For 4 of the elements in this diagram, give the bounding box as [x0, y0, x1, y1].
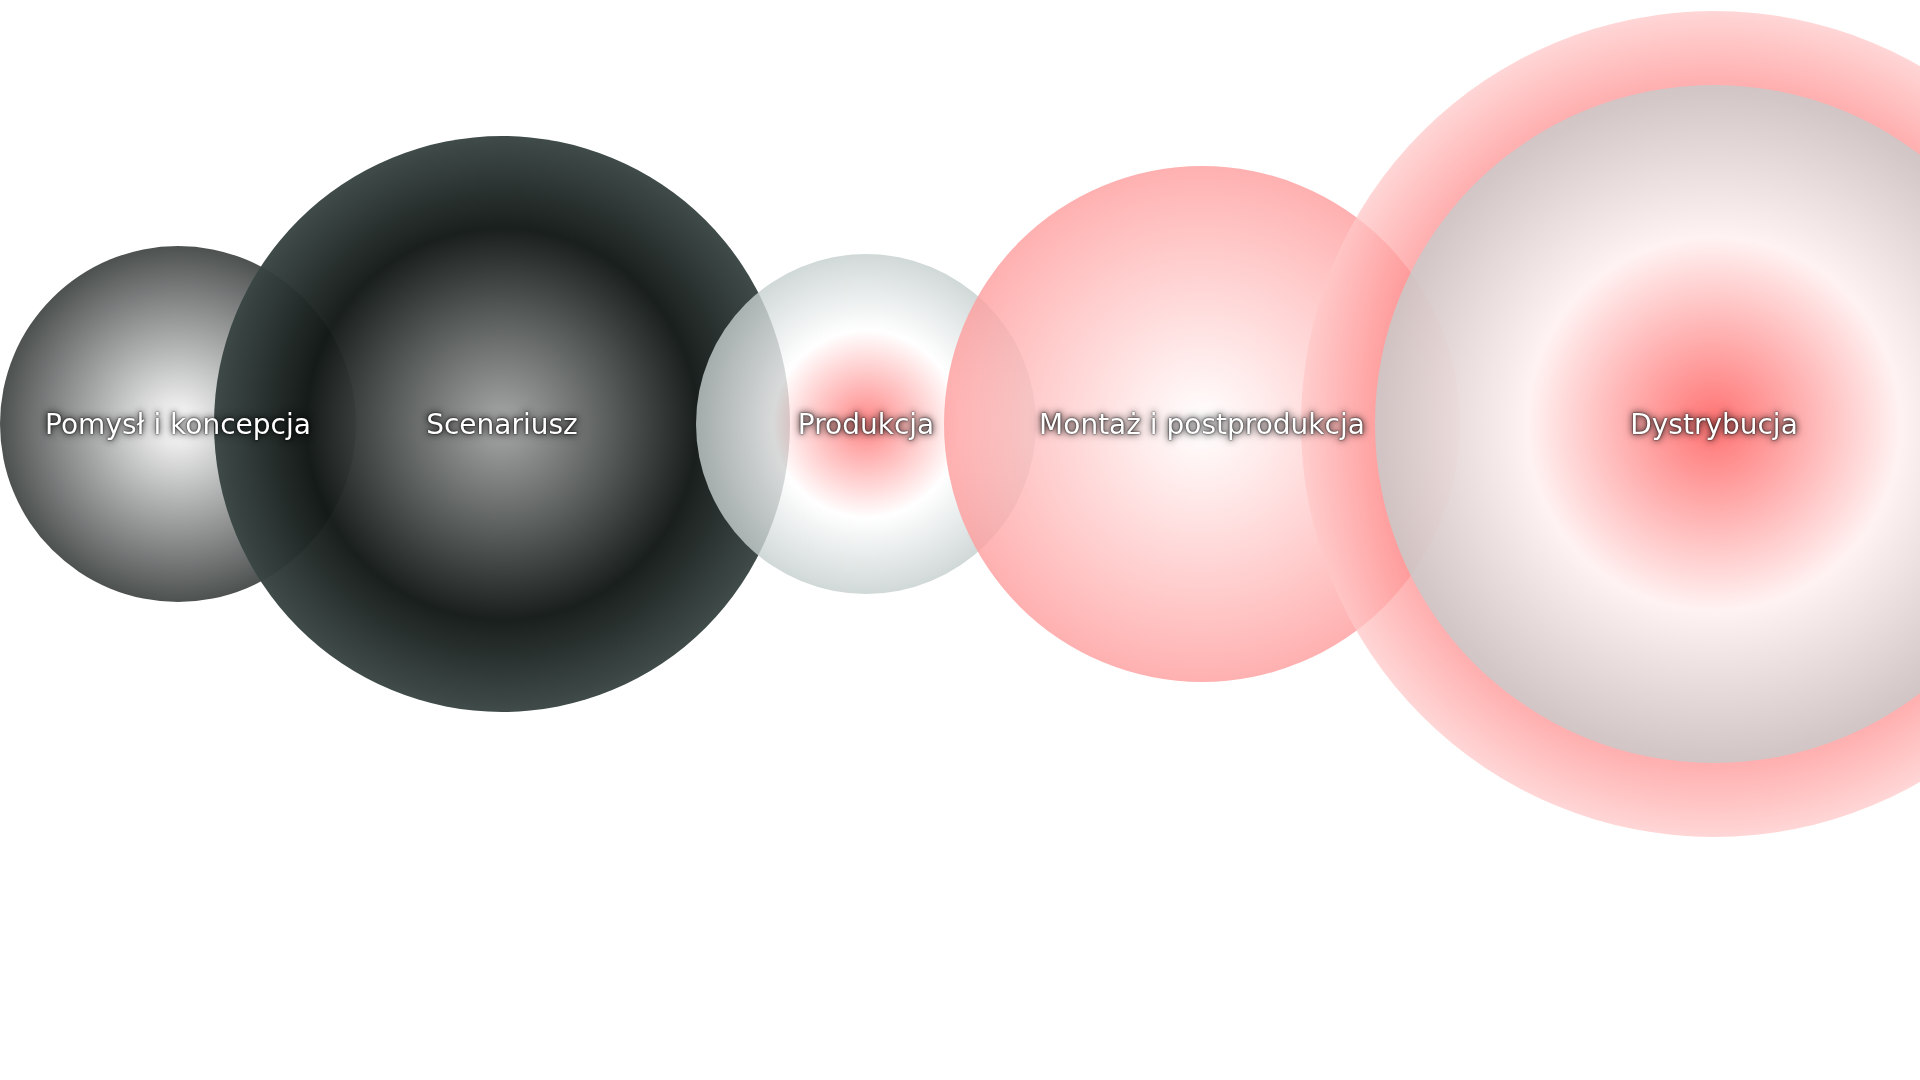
stage-label: Dystrybucja [1630, 407, 1798, 441]
stage-label: Scenariusz [426, 407, 578, 441]
stage-label: Montaż i postprodukcja [1039, 407, 1365, 441]
stage-label: Produkcja [797, 407, 935, 441]
